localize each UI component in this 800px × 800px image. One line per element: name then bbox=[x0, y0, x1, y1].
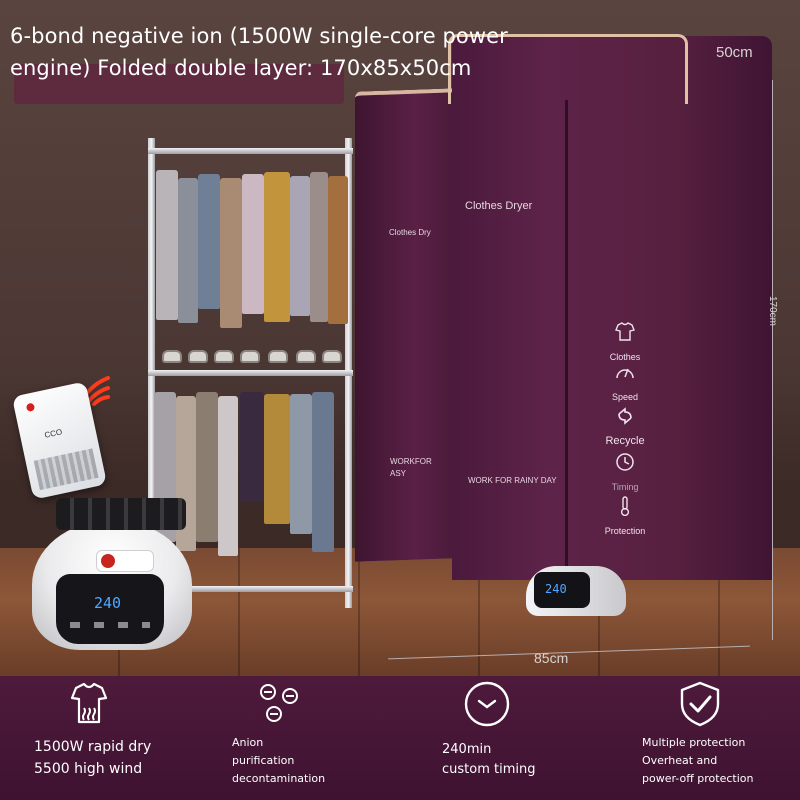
function-speed: Speed bbox=[598, 362, 652, 404]
garment-top-6 bbox=[264, 172, 290, 322]
dimension-height: 170cm bbox=[767, 296, 778, 327]
heater-display: 240 bbox=[94, 594, 122, 612]
product-scene: Clothes Dryer Clothes Dry WORK FOR RAINY… bbox=[0, 0, 800, 676]
feature-anion: Anion purification decontamination bbox=[200, 676, 400, 800]
remote-brand: CCO bbox=[43, 427, 63, 440]
cabinet-zipper bbox=[565, 100, 568, 570]
title-background-strip bbox=[14, 64, 344, 104]
garment-bottom-7 bbox=[290, 394, 312, 534]
garment-top-1 bbox=[156, 170, 178, 320]
cabinet-slogan-left: WORKFOR ASY bbox=[390, 457, 432, 478]
shield-check-icon bbox=[680, 681, 720, 727]
feature-rapid-dry: 1500W rapid dry 5500 high wind bbox=[0, 676, 200, 800]
anion-icon bbox=[260, 684, 298, 722]
power-button-icon bbox=[25, 402, 36, 413]
product-title: 6-bond negative ion (1500W single-core p… bbox=[10, 20, 530, 84]
rack-middle-bar bbox=[148, 370, 353, 376]
shoe-6 bbox=[296, 350, 316, 363]
shoe-7 bbox=[322, 350, 342, 363]
shoe-4 bbox=[240, 350, 260, 363]
cabinet-left-door bbox=[355, 88, 455, 562]
garment-bottom-6 bbox=[264, 394, 290, 524]
remote-skyline-graphic bbox=[33, 448, 99, 491]
timing-icon bbox=[616, 453, 634, 471]
mini-heater-display: 240 bbox=[545, 582, 567, 596]
function-timing: Timing bbox=[598, 452, 652, 494]
garment-bottom-8 bbox=[312, 392, 334, 552]
cabinet-label-side: Clothes Dry bbox=[389, 228, 431, 237]
feature-text: 1500W rapid dry 5500 high wind bbox=[34, 739, 152, 777]
clock-icon bbox=[464, 681, 510, 727]
heater-vent bbox=[56, 498, 186, 530]
title-line-1: 6-bond negative ion (1500W single-core p… bbox=[10, 24, 508, 48]
feature-text: 240min custom timing bbox=[442, 742, 536, 777]
clothes-icon bbox=[615, 322, 635, 341]
garment-top-8 bbox=[310, 172, 328, 322]
garment-bottom-5 bbox=[240, 392, 264, 502]
garment-top-2 bbox=[178, 178, 198, 323]
feature-text: Multiple protection Overheat and power-o… bbox=[642, 736, 754, 785]
feature-timing: 240min custom timing bbox=[400, 676, 600, 800]
recycle-icon bbox=[618, 407, 632, 425]
feature-text: Anion purification decontamination bbox=[232, 736, 326, 785]
garment-top-4 bbox=[220, 178, 242, 328]
speed-icon bbox=[616, 368, 634, 379]
garment-top-7 bbox=[290, 176, 310, 316]
garment-bottom-4 bbox=[218, 396, 238, 556]
cabinet-label-main: Clothes Dryer bbox=[465, 200, 533, 212]
heater-control-panel: 240 bbox=[56, 574, 164, 644]
dimension-depth: 50cm bbox=[716, 44, 753, 61]
garment-bottom-3 bbox=[196, 392, 218, 542]
function-clothes: Clothes bbox=[598, 322, 652, 364]
title-line-2: engine) Folded double layer: 170x85x50cm bbox=[10, 56, 472, 80]
garment-top-3 bbox=[198, 174, 220, 309]
dimension-width: 85cm bbox=[534, 650, 569, 666]
function-label: Clothes bbox=[609, 352, 641, 362]
feature-protection: Multiple protection Overheat and power-o… bbox=[600, 676, 800, 800]
garment-top-9 bbox=[328, 176, 348, 324]
shoe-3 bbox=[214, 350, 234, 363]
heater-logo-icon bbox=[101, 554, 115, 568]
mini-heater-panel: 240 bbox=[534, 572, 590, 608]
function-recycle: Recycle bbox=[598, 406, 652, 448]
clothes-rack bbox=[140, 138, 360, 608]
shoe-2 bbox=[188, 350, 208, 363]
features-band: 1500W rapid dry 5500 high wind Anion pur… bbox=[0, 676, 800, 800]
cabinet-top-trim bbox=[448, 34, 688, 104]
height-dimension-line bbox=[772, 80, 773, 640]
heater-buttons bbox=[70, 622, 150, 628]
function-label: Speed bbox=[611, 392, 639, 402]
heater-logo-plate bbox=[96, 550, 154, 572]
function-label: Timing bbox=[611, 482, 639, 492]
garment-top-5 bbox=[242, 174, 264, 314]
shoe-1 bbox=[162, 350, 182, 363]
function-label: Protection bbox=[604, 526, 646, 536]
cabinet-body bbox=[452, 36, 772, 580]
shirt-dry-icon bbox=[70, 682, 108, 724]
function-label: Recycle bbox=[605, 435, 645, 447]
function-protection: Protection bbox=[598, 496, 652, 538]
cabinet-slogan-right: WORK FOR RAINY DAY bbox=[468, 476, 557, 485]
thermometer-icon bbox=[620, 496, 630, 516]
rack-top-bar bbox=[148, 148, 353, 154]
shoe-5 bbox=[268, 350, 288, 363]
rack-bottom-bar bbox=[148, 586, 353, 592]
